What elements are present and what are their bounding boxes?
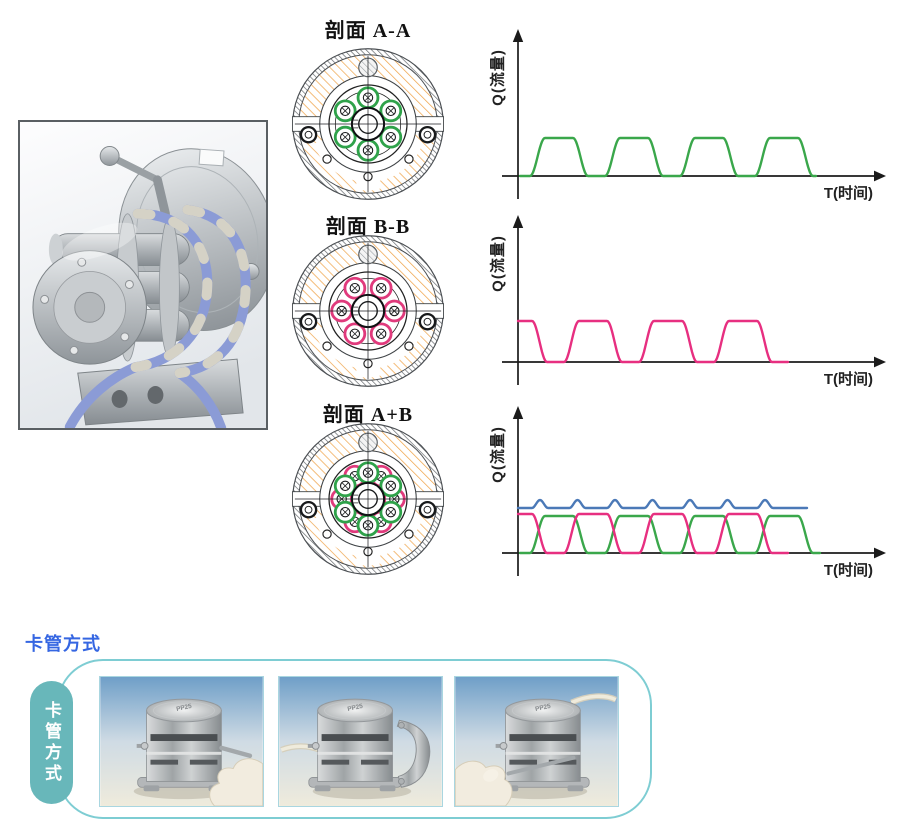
flow-chart-b-b: Q(流量) T(时间) <box>480 202 900 397</box>
clamp-tab-label: 卡管方式 <box>42 700 61 785</box>
pump-3d-render-image <box>18 120 268 430</box>
section-diagram-a-plus-b <box>290 421 446 577</box>
clamp-step-photo-2: PP25 <box>278 676 443 807</box>
clamp-tab: 卡管方式 <box>30 681 73 804</box>
clamp-step-photo-1: PP25 <box>99 676 264 807</box>
section-diagram-b-b <box>290 233 446 389</box>
svg-text:PP25: PP25 <box>535 703 552 713</box>
x-axis-label: T(时间) <box>823 185 873 202</box>
section-diagram-a-a <box>290 46 446 202</box>
section-title-a-a: 剖面 A-A <box>324 20 412 42</box>
clamp-section-heading: 卡管方式 <box>25 634 101 654</box>
svg-text:PP25: PP25 <box>347 703 364 713</box>
section-title-a-plus-b: 剖面 A+B <box>322 404 414 426</box>
x-axis-label: T(时间) <box>823 562 873 579</box>
flow-chart-a-plus-b: Q(流量) T(时间) <box>480 393 900 588</box>
clamp-step-photo-3: PP25 <box>454 676 619 807</box>
flow-chart-a-a: Q(流量) T(时间) <box>480 16 900 211</box>
section-title-b-b: 剖面 B-B <box>325 216 411 238</box>
x-axis-label: T(时间) <box>823 371 873 388</box>
svg-text:PP25: PP25 <box>176 703 193 713</box>
